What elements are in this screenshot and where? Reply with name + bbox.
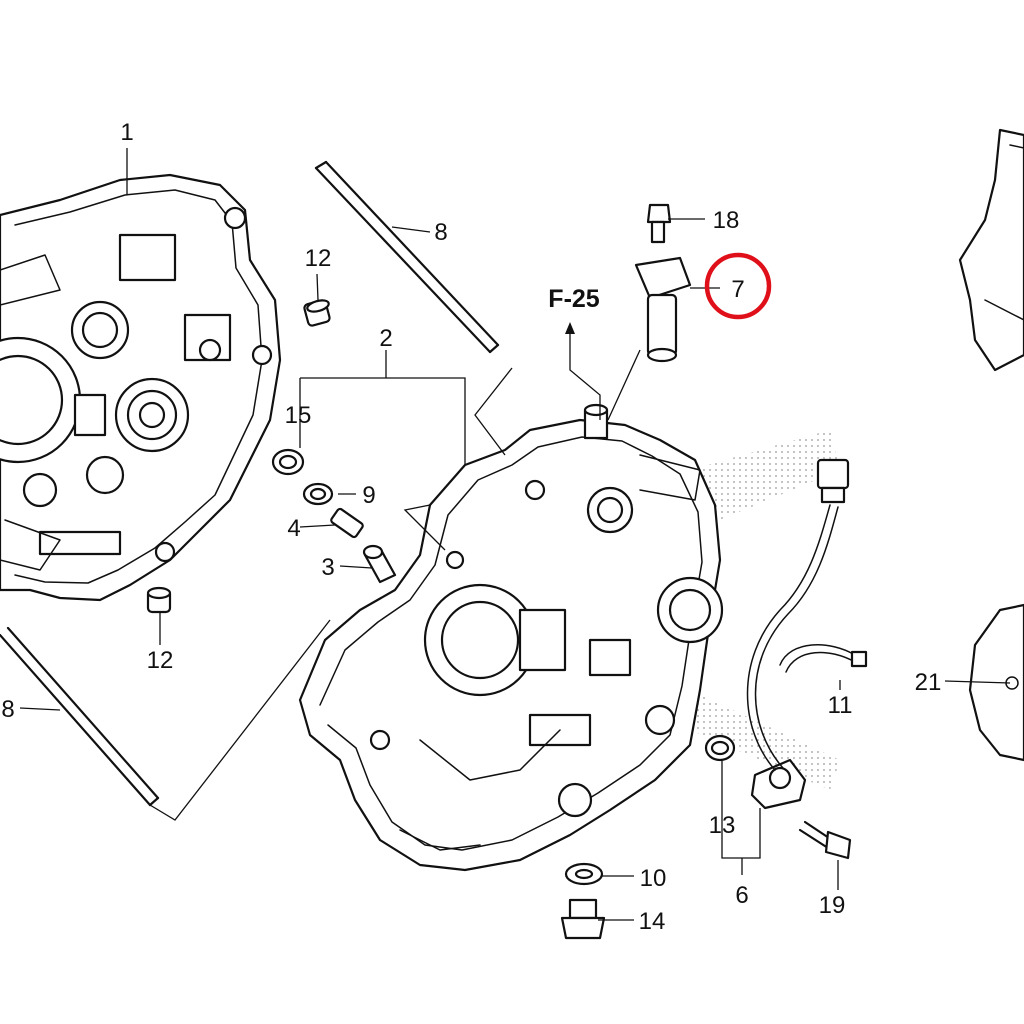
left-crankcase-half	[0, 173, 282, 602]
stud-bolt-upper	[314, 160, 500, 354]
callout-7: 7	[731, 276, 744, 303]
callout-11: 11	[828, 692, 853, 719]
callout-19: 19	[819, 892, 846, 919]
callout-2: 2	[379, 325, 392, 352]
o-ring-13	[704, 734, 736, 762]
sensor-7	[634, 256, 692, 363]
callout-8-upper: 8	[434, 219, 447, 246]
callout-18: 18	[713, 207, 740, 234]
callout-9: 9	[362, 482, 375, 509]
callout-14: 14	[639, 908, 666, 935]
washer-15	[271, 448, 305, 476]
reference-arrowhead	[565, 322, 575, 334]
sensor-assembly-6	[746, 458, 850, 810]
bolt-4	[330, 507, 364, 539]
bolt-18	[646, 203, 672, 244]
leader-lines	[19, 148, 1011, 921]
callout-12-lower: 12	[147, 647, 174, 674]
gasket-upper-right	[958, 128, 1024, 372]
dowel-pin-upper	[303, 299, 331, 327]
bolt-19	[798, 820, 852, 860]
callout-4: 4	[287, 515, 300, 542]
right-crankcase-half	[298, 403, 724, 872]
clamp-11	[779, 644, 868, 673]
stud-bolt-lower	[0, 626, 160, 807]
washer-10	[564, 862, 604, 886]
stipple-band-upper	[690, 430, 840, 520]
drain-plug-14	[560, 898, 606, 940]
dowel-pin-lower	[146, 586, 172, 614]
callout-8-lower: 8	[1, 696, 14, 723]
callout-6: 6	[735, 882, 748, 909]
reference-label: F-25	[548, 285, 600, 313]
callout-15: 15	[285, 402, 312, 429]
highlight-circle	[704, 252, 772, 320]
callout-3: 3	[321, 554, 334, 581]
callout-12-upper: 12	[305, 245, 332, 272]
callout-10: 10	[640, 865, 667, 892]
washer-9	[302, 482, 334, 506]
callout-21: 21	[915, 669, 942, 696]
callout-13: 13	[709, 812, 736, 839]
callout-1: 1	[120, 119, 133, 146]
collar-3	[362, 544, 397, 584]
